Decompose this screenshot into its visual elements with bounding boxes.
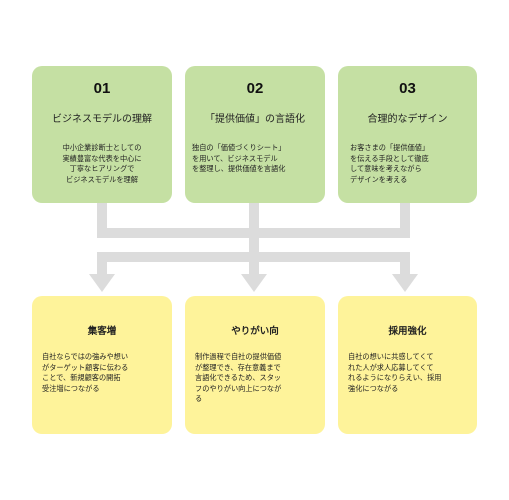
step-card-3: 03 合理的なデザイン お客さまの「提供価値」 を伝える手段として徹底 して意味… xyxy=(338,66,477,203)
step-number: 02 xyxy=(246,80,264,97)
step-card-1: 01 ビジネスモデルの理解 中小企業診断士としての 実績豊富な代表を中心に 丁寧… xyxy=(32,66,172,203)
outcome-description: 自社ならではの強みや想い がターゲット顧客に伝わる ことで、新規顧客の開拓 受注… xyxy=(42,352,166,394)
step-description: 中小企業診断士としての 実績豊富な代表を中心に 丁寧なヒアリングで ビジネスモデ… xyxy=(36,143,168,185)
outcome-description-line: がターゲット顧客に伝わる xyxy=(42,362,129,372)
connector-stub-1 xyxy=(97,203,107,233)
outcome-description-line: 自社の想いに共感してくて xyxy=(348,352,434,361)
step-description-line: ビジネスモデルを理解 xyxy=(66,174,138,184)
step-title: ビジネスモデルの理解 xyxy=(52,114,152,125)
step-card-2: 02 「提供価値」の言語化 独自の「価値づくりシート」 を用いて、ビジネスモデル… xyxy=(185,66,325,203)
outcome-description-line: が整理でき、存在意義まで xyxy=(195,362,281,372)
arrow-head-1 xyxy=(89,274,115,292)
step-description: 独自の「価値づくりシート」 を用いて、ビジネスモデル を整理し、提供価値を言語化 xyxy=(192,143,319,175)
connector-stub-3 xyxy=(400,203,410,233)
step-description-line: 丁寧なヒアリングで xyxy=(69,164,135,173)
outcome-description-line: れた人が求人応募してくて xyxy=(348,362,434,372)
outcome-description-line: 受注増につながる xyxy=(42,383,100,393)
connector-drop-3 xyxy=(400,252,410,274)
outcome-title: 採用強化 xyxy=(388,326,427,337)
outcome-card-2: やりがい向 制作過程で自社の提供価値 が整理でき、存在意義まで 言語化できるため… xyxy=(185,296,325,434)
outcome-card-3: 採用強化 自社の想いに共感してくて れた人が求人応募してくて れるようになりらえ… xyxy=(338,296,477,434)
outcome-description-line: る xyxy=(195,394,203,403)
outcome-description-line: 自社ならではの強みや想い xyxy=(42,352,129,361)
outcome-description-line: 制作過程で自社の提供価値 xyxy=(195,352,282,361)
outcome-description-line: れるようになりらえい、採用 xyxy=(348,373,442,382)
step-description-line: を用いて、ビジネスモデル xyxy=(192,153,278,163)
connector-drop-2 xyxy=(249,233,259,274)
step-description-line: お客さまの「提供価値」 xyxy=(350,143,430,152)
step-number: 01 xyxy=(93,80,111,97)
step-description-line: を伝える手段として徹底 xyxy=(350,153,429,163)
step-description-line: 実績豊富な代表を中心に xyxy=(62,153,142,163)
step-title: 合理的なデザイン xyxy=(367,114,448,125)
outcome-title: 集客増 xyxy=(87,326,117,337)
arrow-head-2 xyxy=(241,274,267,292)
step-description-line: を整理し、提供価値を言語化 xyxy=(192,164,286,173)
step-description-line: 中小企業診断士としての xyxy=(62,143,142,152)
step-description-line: デザインを考える xyxy=(350,174,408,184)
step-description: お客さまの「提供価値」 を伝える手段として徹底 して意味を考えながら デザインを… xyxy=(350,143,471,185)
step-description-line: 独自の「価値づくりシート」 xyxy=(192,143,286,152)
outcome-description-line: フのやりがい向上につなが xyxy=(195,383,282,393)
outcome-title: やりがい向 xyxy=(231,326,279,337)
arrow-head-3 xyxy=(392,274,418,292)
connector-drop-1 xyxy=(97,252,107,274)
outcome-description-line: 強化につながる xyxy=(348,383,399,393)
outcome-description-line: ことで、新規顧客の開拓 xyxy=(42,373,121,382)
step-number: 03 xyxy=(399,80,416,97)
outcome-description-line: 言語化できるため、スタッ xyxy=(195,373,282,382)
step-description-line: して意味を考えながら xyxy=(350,164,422,173)
outcome-card-1: 集客増 自社ならではの強みや想い がターゲット顧客に伝わる ことで、新規顧客の開… xyxy=(32,296,172,434)
step-title: 「提供価値」の言語化 xyxy=(205,114,305,125)
outcome-description: 自社の想いに共感してくて れた人が求人応募してくて れるようになりらえい、採用 … xyxy=(348,352,471,394)
outcome-description: 制作過程で自社の提供価値 が整理でき、存在意義まで 言語化できるため、スタッ フ… xyxy=(195,352,319,405)
connector-stub-2 xyxy=(249,203,259,233)
